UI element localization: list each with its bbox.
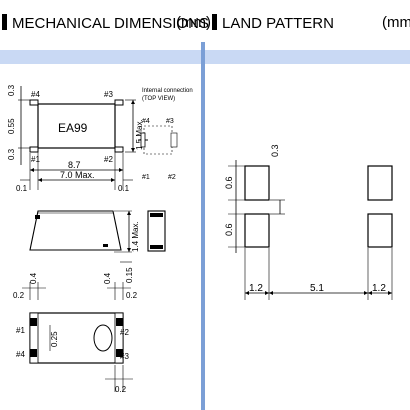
- mechanical-unit: (mm): [176, 14, 211, 31]
- mechanical-dimensions-header: MECHANICAL DIMENSIONS: [2, 14, 209, 40]
- land-pad: [244, 213, 270, 248]
- schem-pin-2: #2: [168, 174, 176, 181]
- dim-0-15: 0.15: [125, 267, 134, 283]
- land-dim-0-6-bot: 0.6: [224, 223, 234, 236]
- land-pad: [244, 165, 270, 201]
- top-view: EA99 #4 #3 #1 #2 0.3 0.55 0.3 1.5 Max. 8…: [7, 84, 144, 193]
- dim-0-25: 0.25: [50, 331, 59, 347]
- bv-pin-2: #2: [120, 328, 129, 337]
- terminal-3: [114, 99, 124, 106]
- header-bar: [2, 14, 7, 30]
- dim-0-55: 0.55: [7, 118, 16, 134]
- section-band-right: [205, 50, 410, 64]
- pin-label-2: #2: [104, 155, 113, 164]
- pin-label-1: #1: [31, 155, 40, 164]
- land-pattern-title: LAND PATTERN: [222, 15, 334, 32]
- bottom-view: 0.4 0.4 0.2 0.2 0.25 #1 #4 #2 #3 0.2: [13, 272, 138, 394]
- dim-1-5-max: 1.5 Max.: [135, 119, 144, 150]
- internal-connection-title: Internal connection: [142, 88, 193, 94]
- dim-8-7: 8.7: [68, 160, 81, 170]
- dim-0-4-right: 0.4: [103, 272, 112, 284]
- land-pad: [367, 213, 393, 248]
- dim-0-3-bot: 0.3: [7, 148, 16, 160]
- land-pattern-header: LAND PATTERN: [212, 14, 334, 40]
- header-bar: [212, 14, 217, 30]
- terminal-4: [29, 99, 39, 106]
- land-dim-1-2-right: 1.2: [372, 283, 386, 294]
- bv-pin-1: #1: [16, 326, 25, 335]
- land-dim-0-3: 0.3: [270, 144, 280, 157]
- land-dim-1-2-left: 1.2: [249, 283, 263, 294]
- land-dim-5-1: 5.1: [310, 283, 324, 294]
- dim-7-0-max: 7.0 Max.: [60, 170, 95, 180]
- land-dim-0-6-top: 0.6: [224, 176, 234, 189]
- mechanical-dimensions-title: MECHANICAL DIMENSIONS: [12, 15, 209, 32]
- internal-connection-subtitle: (TOP VIEW): [142, 96, 175, 102]
- terminal-1: [29, 146, 39, 153]
- schem-pin-3: #3: [166, 118, 174, 125]
- dim-0-1-left: 0.1: [16, 184, 28, 193]
- bv-pin-4: #4: [16, 350, 25, 359]
- dim-0-2-right: 0.2: [126, 291, 138, 300]
- side-view: 1.4 Max. 0.15: [29, 210, 166, 283]
- schem-pin-1: #1: [142, 174, 150, 181]
- pin-label-3: #3: [104, 90, 113, 99]
- land-pattern-unit: (mm): [382, 14, 410, 31]
- terminal-2: [114, 146, 124, 153]
- internal-connection: Internal connection (TOP VIEW) #4 #3 #1 …: [138, 88, 193, 181]
- schem-pin-4: #4: [142, 118, 150, 125]
- bv-pin-3: #3: [120, 352, 129, 361]
- land-pad: [367, 165, 393, 201]
- dim-0-2-left: 0.2: [13, 291, 25, 300]
- pin-label-4: #4: [31, 90, 40, 99]
- dim-1-4-max: 1.4 Max.: [131, 221, 140, 252]
- section-band-left: [0, 50, 201, 64]
- dim-0-1-right: 0.1: [118, 184, 130, 193]
- dim-0-2-bottom: 0.2: [115, 385, 127, 394]
- land-pattern: 0.6 0.6 0.3 1.2 5.1 1.2: [224, 144, 393, 300]
- marking-text: EA99: [58, 121, 88, 135]
- package-outline: [37, 103, 116, 149]
- dim-0-4-left: 0.4: [29, 272, 38, 284]
- section-divider: [201, 42, 205, 410]
- dim-0-3-top: 0.3: [7, 84, 16, 96]
